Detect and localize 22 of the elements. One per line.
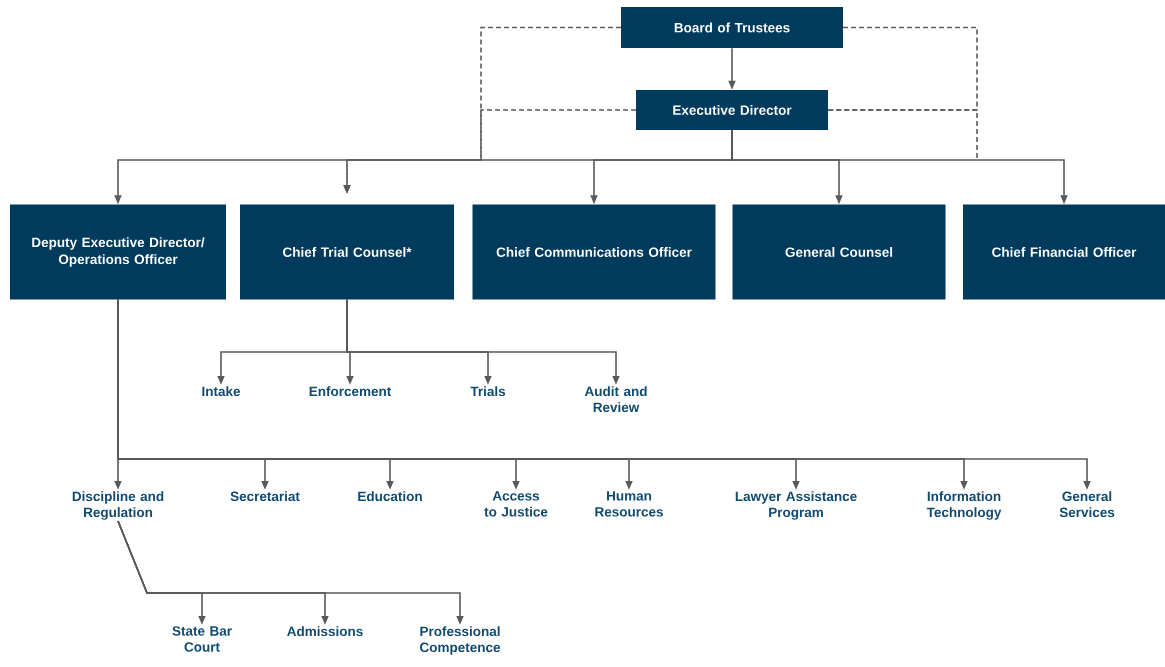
org-box: Board of Trustees bbox=[621, 7, 843, 48]
department-label: Human Resources bbox=[595, 491, 663, 517]
department-label: Professional Competence bbox=[420, 626, 501, 655]
org-box: Chief Financial Officer bbox=[963, 204, 1165, 300]
org-box: General Counsel bbox=[732, 204, 946, 300]
org-box: Chief Trial Counsel* bbox=[240, 204, 454, 300]
department-label: General Services bbox=[1059, 491, 1115, 518]
org-box: Executive Director bbox=[636, 90, 828, 130]
department-label: Access to Justice bbox=[484, 491, 548, 517]
department-label: Audit and Review bbox=[584, 386, 647, 413]
org-box: Deputy Executive Director/ Operations Officer bbox=[10, 204, 226, 300]
department-label: Information Technology bbox=[926, 491, 1002, 520]
org-box: Chief Communications Officer bbox=[472, 204, 716, 300]
department-label: Secretariat bbox=[230, 491, 300, 502]
department-label: Intake bbox=[202, 386, 241, 397]
department-label: Lawyer Assistance Program bbox=[735, 491, 857, 520]
department-label: Education bbox=[358, 491, 422, 502]
department-label: Admissions bbox=[287, 626, 363, 637]
department-label: Trials bbox=[470, 386, 506, 397]
department-label: Discipline and Regulation bbox=[72, 491, 164, 520]
department-label: State Bar Court bbox=[172, 626, 232, 652]
department-label: Enforcement bbox=[309, 386, 392, 397]
